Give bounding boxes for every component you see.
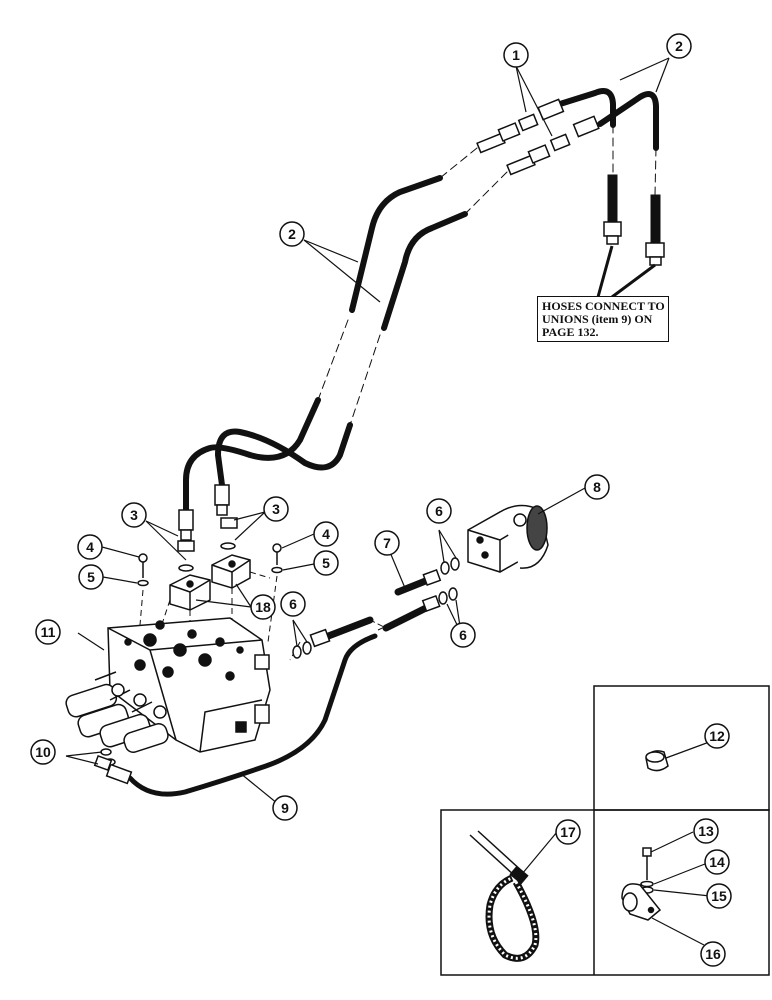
cable-tie-17 — [469, 830, 540, 962]
svg-text:5: 5 — [322, 555, 330, 571]
hose-a-mid — [349, 175, 443, 313]
callout-5-left: 5 — [78, 564, 104, 590]
hose-b-top — [597, 91, 659, 151]
svg-text:3: 3 — [130, 507, 138, 523]
callout-1: 1 — [503, 42, 529, 68]
callout-11: 11 — [35, 619, 61, 645]
hose-d — [214, 422, 353, 488]
svg-text:11: 11 — [41, 624, 56, 640]
hose-assembly-lower — [183, 397, 353, 513]
hose-b-mid — [381, 211, 468, 331]
pump-hoses — [309, 569, 442, 648]
clamp-13-16 — [621, 847, 662, 921]
callout-5-right: 5 — [313, 550, 339, 576]
hose-a-top — [557, 88, 616, 128]
svg-text:6: 6 — [435, 503, 443, 519]
svg-text:6: 6 — [459, 627, 467, 643]
callout-8: 8 — [584, 474, 610, 500]
svg-text:1: 1 — [512, 47, 520, 63]
hose-c — [183, 397, 321, 513]
hydraulic-pump — [467, 504, 549, 573]
svg-text:5: 5 — [87, 569, 95, 585]
callout-2-top: 2 — [666, 33, 692, 59]
svg-text:2: 2 — [675, 38, 683, 54]
callout-13: 13 — [693, 818, 719, 844]
svg-text:4: 4 — [322, 526, 330, 542]
callout-12: 12 — [704, 723, 730, 749]
callout-17: 17 — [555, 819, 581, 845]
orings-6 — [292, 557, 460, 659]
port-blocks — [169, 554, 251, 611]
callout-3-right: 3 — [263, 496, 289, 522]
svg-text:2: 2 — [288, 226, 296, 242]
callout-14: 14 — [704, 849, 730, 875]
callouts: 1 2 2 3 3 4 4 5 5 6 6 6 7 8 9 10 11 12 1… — [30, 33, 732, 967]
callout-6-left: 6 — [280, 591, 306, 617]
callout-16: 16 — [700, 941, 726, 967]
callout-9: 9 — [272, 795, 298, 821]
callout-4-left: 4 — [77, 534, 103, 560]
callout-4-right: 4 — [313, 521, 339, 547]
svg-text:3: 3 — [272, 501, 280, 517]
hose-assembly-upper — [317, 88, 659, 426]
callout-15: 15 — [706, 883, 732, 909]
svg-text:18: 18 — [255, 599, 271, 615]
svg-text:13: 13 — [698, 823, 714, 839]
callout-18: 18 — [250, 594, 276, 620]
callout-6-lower: 6 — [450, 622, 476, 648]
svg-text:7: 7 — [383, 535, 391, 551]
return-hose — [105, 633, 378, 797]
hose-connection-note: HOSES CONNECT TO UNIONS (item 9) ON PAGE… — [537, 296, 669, 342]
union-fittings — [476, 98, 600, 176]
fittings-10 — [93, 748, 116, 772]
svg-text:16: 16 — [705, 946, 721, 962]
svg-text:17: 17 — [560, 824, 576, 840]
callout-7: 7 — [374, 530, 400, 556]
callout-3-left: 3 — [121, 502, 147, 528]
control-valve — [65, 617, 271, 753]
svg-text:8: 8 — [593, 479, 601, 495]
svg-text:15: 15 — [711, 888, 727, 904]
callout-10: 10 — [30, 739, 56, 765]
inset-boxes — [440, 685, 770, 976]
svg-text:6: 6 — [289, 596, 297, 612]
svg-text:4: 4 — [86, 539, 94, 555]
note-line-1: HOSES CONNECT TO — [542, 299, 665, 313]
cap-12 — [645, 750, 669, 772]
svg-text:12: 12 — [709, 728, 725, 744]
note-line-3: PAGE 132. — [542, 325, 599, 339]
hose-fittings-3 — [177, 484, 238, 572]
callout-2-mid: 2 — [279, 221, 305, 247]
svg-text:9: 9 — [281, 800, 289, 816]
note-line-2: UNIONS (item 9) ON — [542, 312, 653, 326]
svg-text:10: 10 — [35, 744, 51, 760]
bolts-4-5 — [137, 543, 283, 587]
leader-lines — [65, 57, 713, 946]
callout-6-upper: 6 — [426, 498, 452, 524]
hose-ends-right — [596, 174, 665, 299]
svg-text:14: 14 — [709, 854, 725, 870]
